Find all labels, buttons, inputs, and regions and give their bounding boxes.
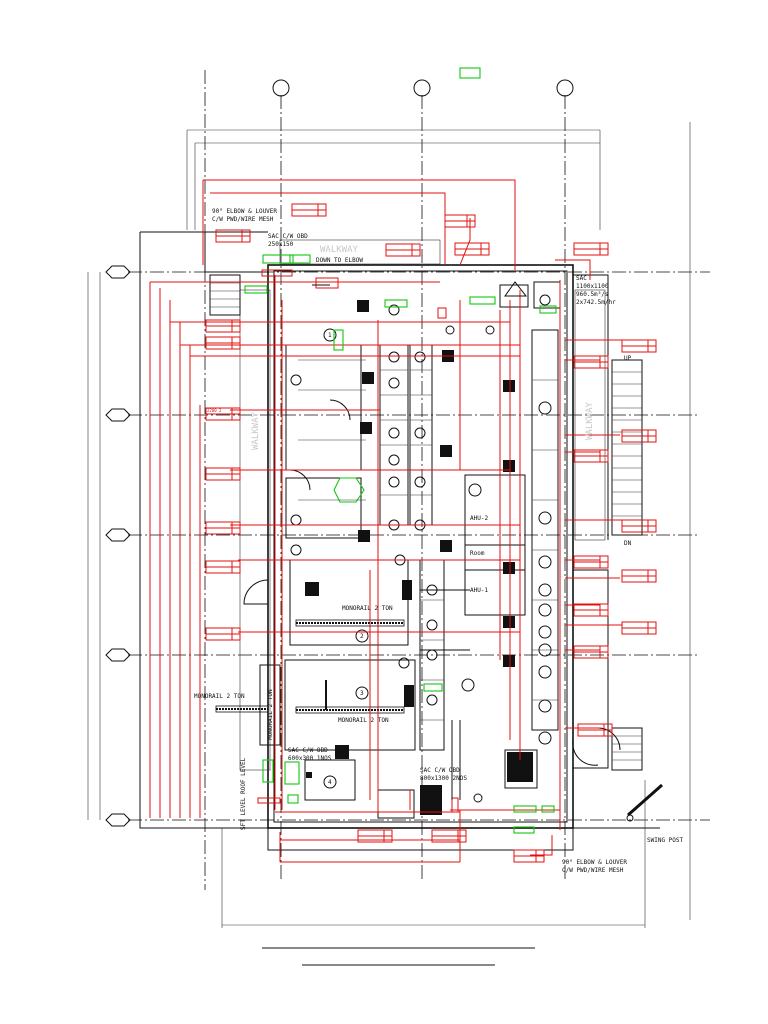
label-sac-bottom2-size: 800x1300 2NOS — [420, 775, 467, 782]
duct-runs — [149, 179, 622, 863]
label-sac-right-size: 1100x1100 — [576, 283, 609, 290]
stair-left — [209, 274, 241, 316]
label-sac-cw-obd-bottom2: SAC C/W OBD — [420, 767, 460, 774]
label-monorail-vertical: MONORAIL 2 TON — [267, 689, 274, 740]
pump-balloons — [323, 328, 369, 789]
label-monorail-1: MONORAIL 2 TON — [342, 605, 393, 612]
balloon-3: 3 — [360, 690, 364, 697]
label-elbow-louver-top: 90° ELBOW & LOUVER — [212, 208, 277, 215]
label-swing-post: SWING POST — [647, 837, 684, 844]
label-sac-right: SAC — [576, 275, 587, 282]
label-sac-top-size: 250x150 — [268, 241, 294, 248]
label-tag-sample: 2200 2 — [207, 408, 222, 413]
label-stair-up: UP — [624, 355, 632, 362]
label-monorail-left: MONORAIL 2 TON — [194, 693, 245, 700]
balloon-2: 2 — [360, 633, 364, 640]
label-roof-level: SFT LEVEL ROOF LEVEL — [240, 757, 247, 830]
label-walkway-top: WALKWAY — [320, 245, 359, 255]
building-outline — [139, 231, 660, 851]
fan-units — [305, 300, 533, 815]
door-swings — [243, 399, 621, 766]
label-pwd-mesh-bottom: C/W PWD/WIRE MESH — [562, 867, 624, 874]
label-pwd-mesh-top: C/W PWD/WIRE MESH — [212, 216, 274, 223]
label-room-mid: Room — [470, 550, 485, 557]
label-walkway-right: WALKWAY — [585, 401, 595, 440]
walkways — [239, 239, 606, 771]
label-sac-cw-obd-top: SAC C/W OBD — [268, 233, 308, 240]
label-sac-right-dims: 2x742.5m/hr — [576, 299, 616, 306]
balloon-4: 4 — [328, 779, 332, 786]
dimension-lines — [87, 122, 691, 966]
label-stair-dn: DN — [624, 540, 632, 547]
label-sac-right-flow: 960.5m³/s — [576, 291, 609, 298]
label-down-to-elbow: DOWN TO ELBOW — [316, 257, 363, 264]
label-walkway-left: WALKWAY — [251, 411, 261, 450]
duct-tags — [205, 203, 657, 863]
balloon-1: 1 — [328, 332, 332, 339]
stair-right-upper — [611, 359, 643, 536]
label-sac-cw-obd-bottom: SAC C/W OBD — [288, 747, 328, 754]
label-ahu-1: AHU-1 — [470, 587, 488, 594]
label-monorail-2: MONORAIL 2 TON — [338, 717, 389, 724]
misc-symbols — [298, 281, 663, 822]
monorail-beams — [215, 619, 405, 714]
label-elbow-louver-bottom: 90° ELBOW & LOUVER — [562, 859, 627, 866]
grid-balloons — [105, 79, 574, 827]
diffusers — [290, 294, 552, 803]
equipment-tags — [244, 67, 557, 834]
label-sac-bottom-size: 600x300 1NOS — [288, 755, 332, 762]
label-ahu-2: AHU-2 — [470, 515, 488, 522]
stair-right-lower — [611, 727, 643, 771]
